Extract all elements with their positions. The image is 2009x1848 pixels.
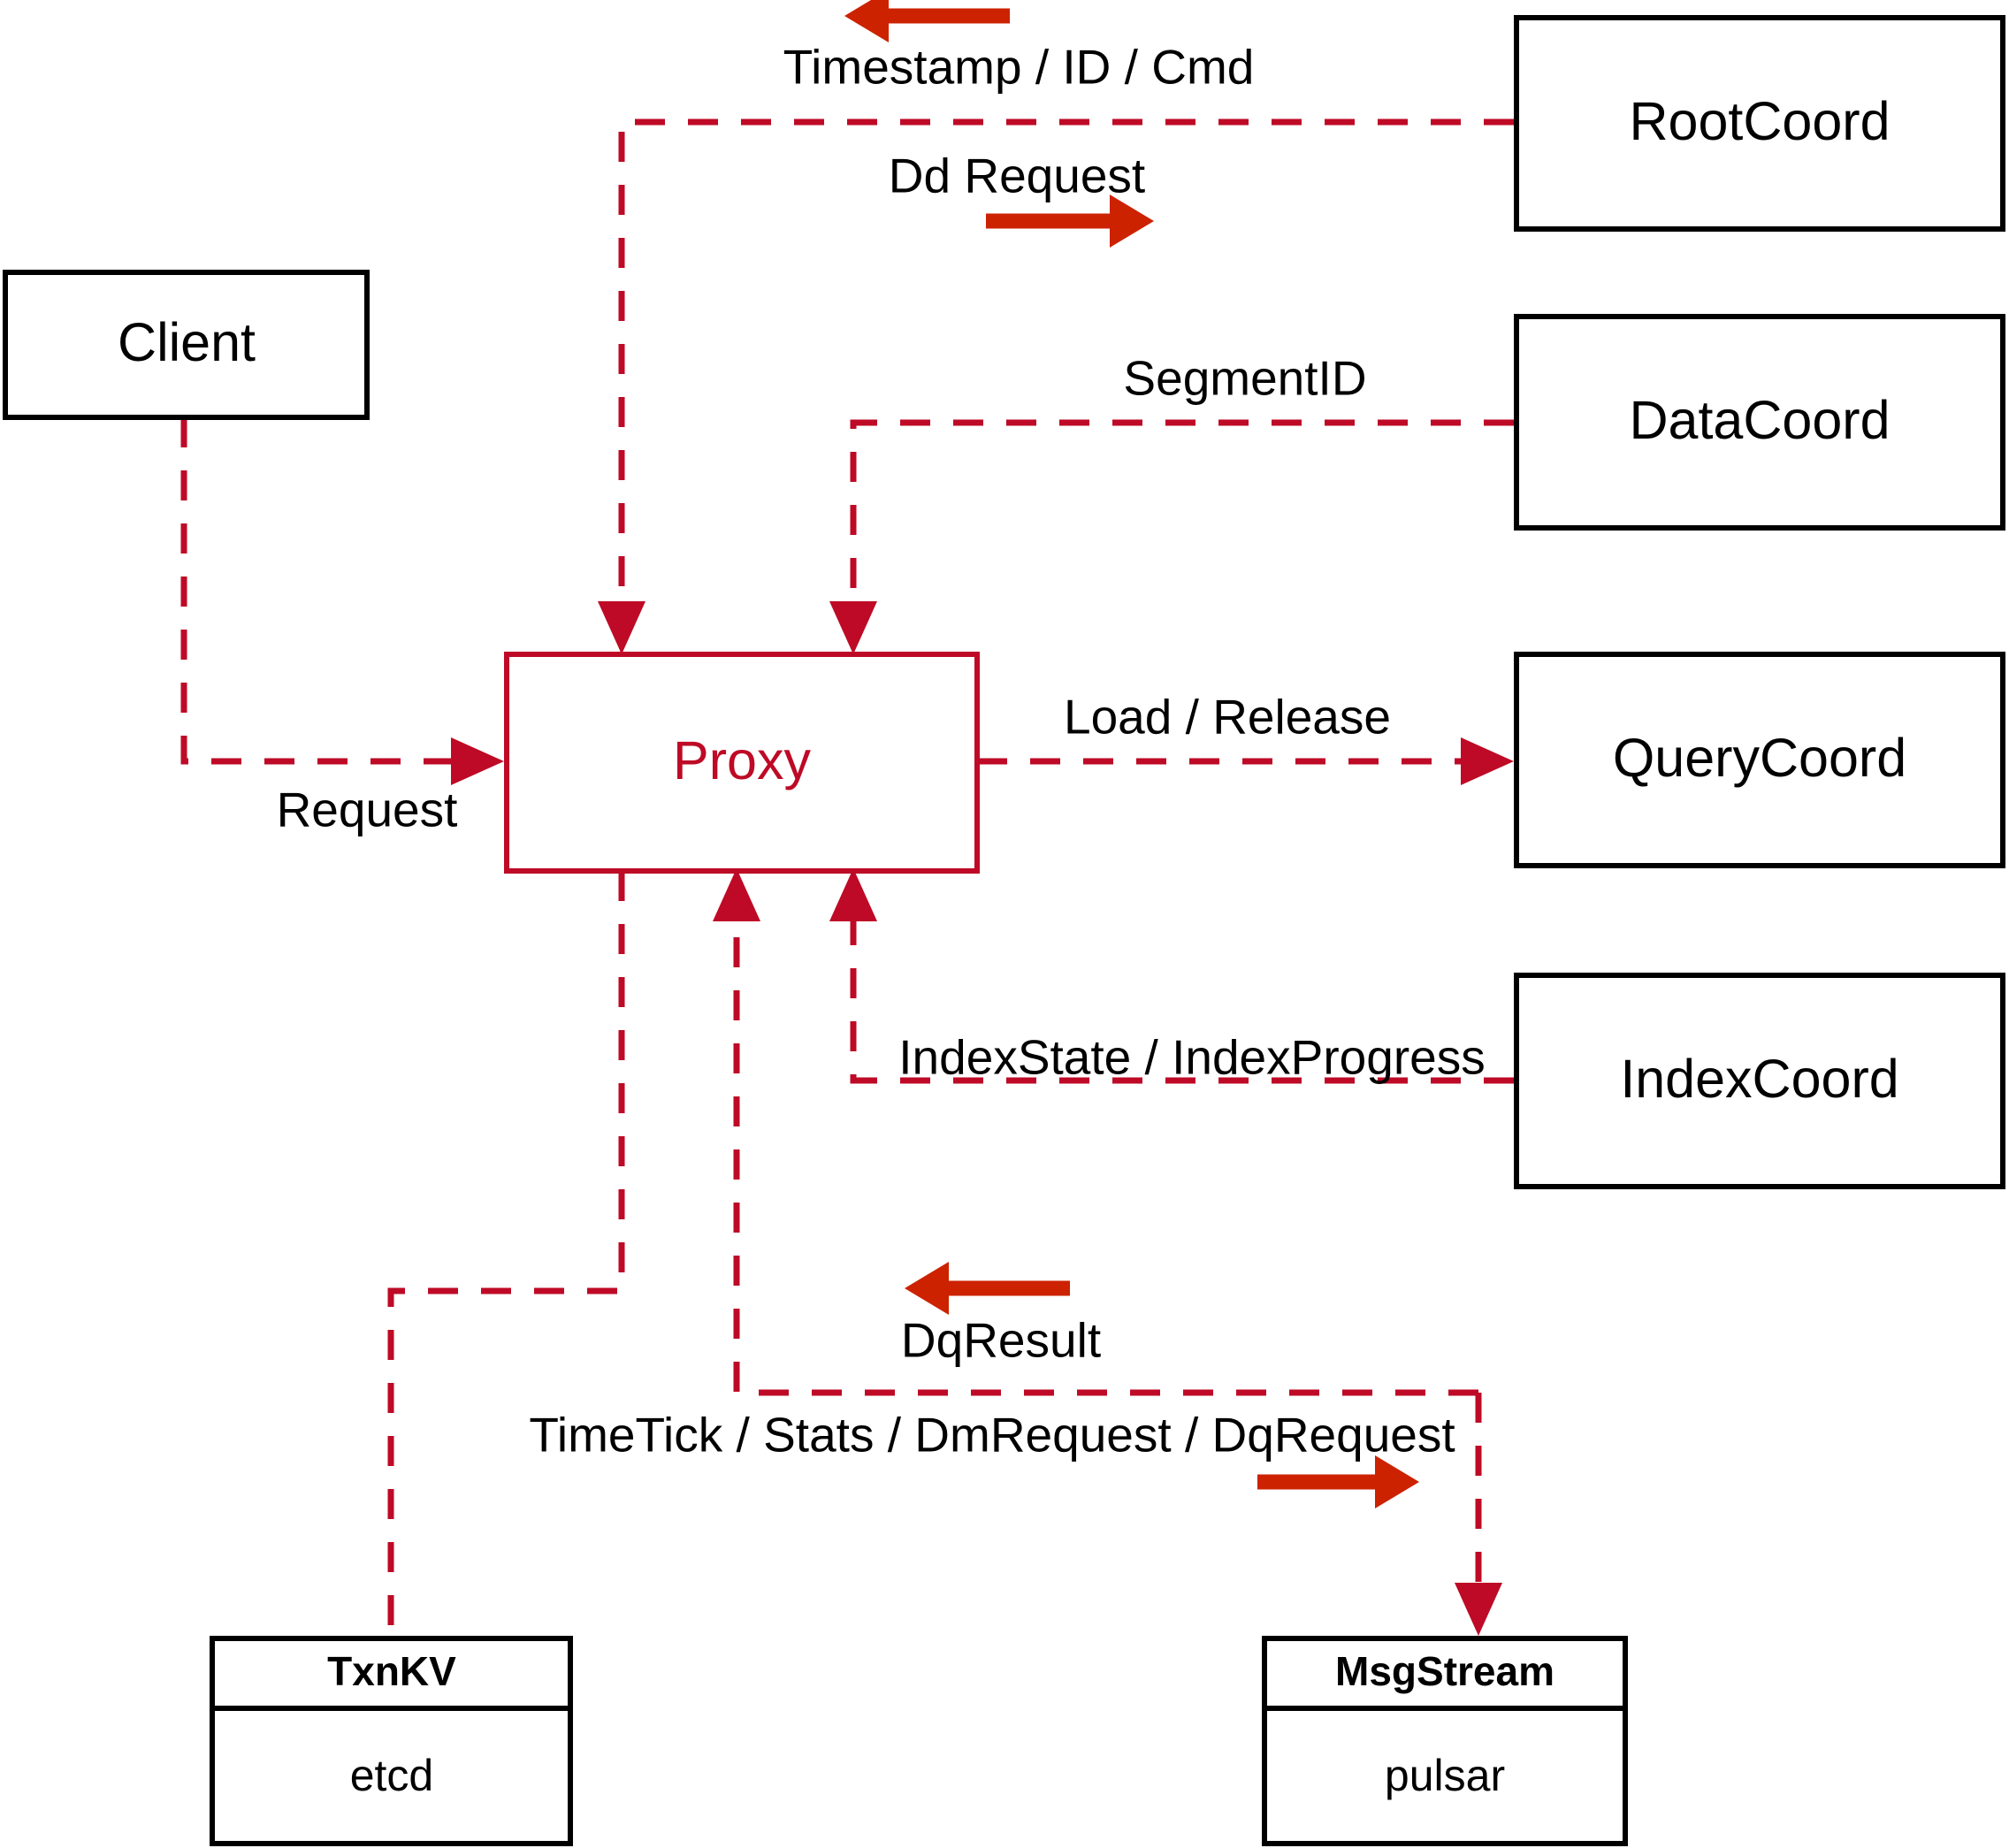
node-datacoord[interactable]: DataCoord [1514, 314, 2005, 531]
node-rootcoord-label: RootCoord [1630, 91, 1891, 151]
node-txnkv-box [210, 1636, 573, 1846]
flow-rootcoord-to-proxy [618, 118, 1514, 619]
edge-label-load-release: Load / Release [1064, 690, 1391, 745]
flow-proxy-to-querycoord-arrowhead [1461, 737, 1514, 785]
edge-label-dd-request: Dd Request [889, 149, 1145, 203]
node-txnkv-impl: etcd [350, 1751, 434, 1800]
node-indexcoord-label: IndexCoord [1620, 1049, 1898, 1109]
node-client-box [3, 270, 370, 420]
node-datacoord-label: DataCoord [1630, 390, 1891, 450]
edge-label-timestamp-id-cmd: Timestamp / ID / Cmd [783, 40, 1255, 95]
edge-label-segment-id: SegmentID [1123, 351, 1366, 406]
node-indexcoord[interactable]: IndexCoord [1514, 973, 2005, 1189]
direction-arrow-timetick [1257, 1455, 1419, 1508]
flow-rootcoord-to-proxy-arrowhead [598, 601, 645, 654]
node-msgstream[interactable]: MsgStream pulsar [1262, 1636, 1628, 1846]
flow-msgstream-to-proxy [733, 904, 1478, 1396]
node-querycoord[interactable]: QueryCoord [1514, 652, 2005, 868]
node-rootcoord[interactable]: RootCoord [1514, 15, 2005, 232]
node-proxy-box [504, 652, 980, 874]
node-txnkv-title: TxnKV [327, 1648, 456, 1694]
node-client-label: Client [118, 312, 256, 372]
flow-indexcoord-to-proxy [850, 904, 1514, 1084]
edge-label-request: Request [277, 783, 458, 837]
node-txnkv[interactable]: TxnKV etcd [210, 1636, 573, 1846]
edge-label-dq-result: DqResult [901, 1313, 1101, 1368]
node-proxy-label: Proxy [673, 730, 811, 790]
flow-proxy-to-txnkv [387, 871, 625, 1636]
node-msgstream-box [1262, 1636, 1628, 1846]
flow-msgstream-to-proxy-arrowhead [713, 868, 760, 921]
node-querycoord-label: QueryCoord [1613, 728, 1906, 788]
flow-proxy-to-msgstream-arrowhead [1455, 1583, 1502, 1636]
node-querycoord-box [1514, 652, 2005, 868]
flow-client-to-proxy [180, 417, 469, 765]
direction-arrow-dd-request [986, 195, 1154, 248]
flow-datacoord-to-proxy [850, 419, 1514, 619]
flow-client-to-proxy-arrowhead [451, 737, 504, 785]
node-client[interactable]: Client [3, 270, 370, 420]
node-rootcoord-box [1514, 15, 2005, 232]
node-datacoord-box [1514, 314, 2005, 531]
node-indexcoord-box [1514, 973, 2005, 1189]
flow-datacoord-to-proxy-arrowhead [829, 601, 877, 654]
edge-label-index-state-progress: IndexState / IndexProgress [898, 1030, 1485, 1085]
flow-indexcoord-to-proxy-arrowhead [829, 868, 877, 921]
direction-arrow-dqresult [905, 1262, 1070, 1315]
edge-label-timetick-stats: TimeTick / Stats / DmRequest / DqRequest [529, 1408, 1455, 1462]
node-msgstream-title: MsgStream [1335, 1648, 1554, 1694]
node-msgstream-impl: pulsar [1385, 1751, 1505, 1800]
node-proxy[interactable]: Proxy [504, 652, 980, 874]
direction-arrow-timestamp [844, 0, 1010, 42]
